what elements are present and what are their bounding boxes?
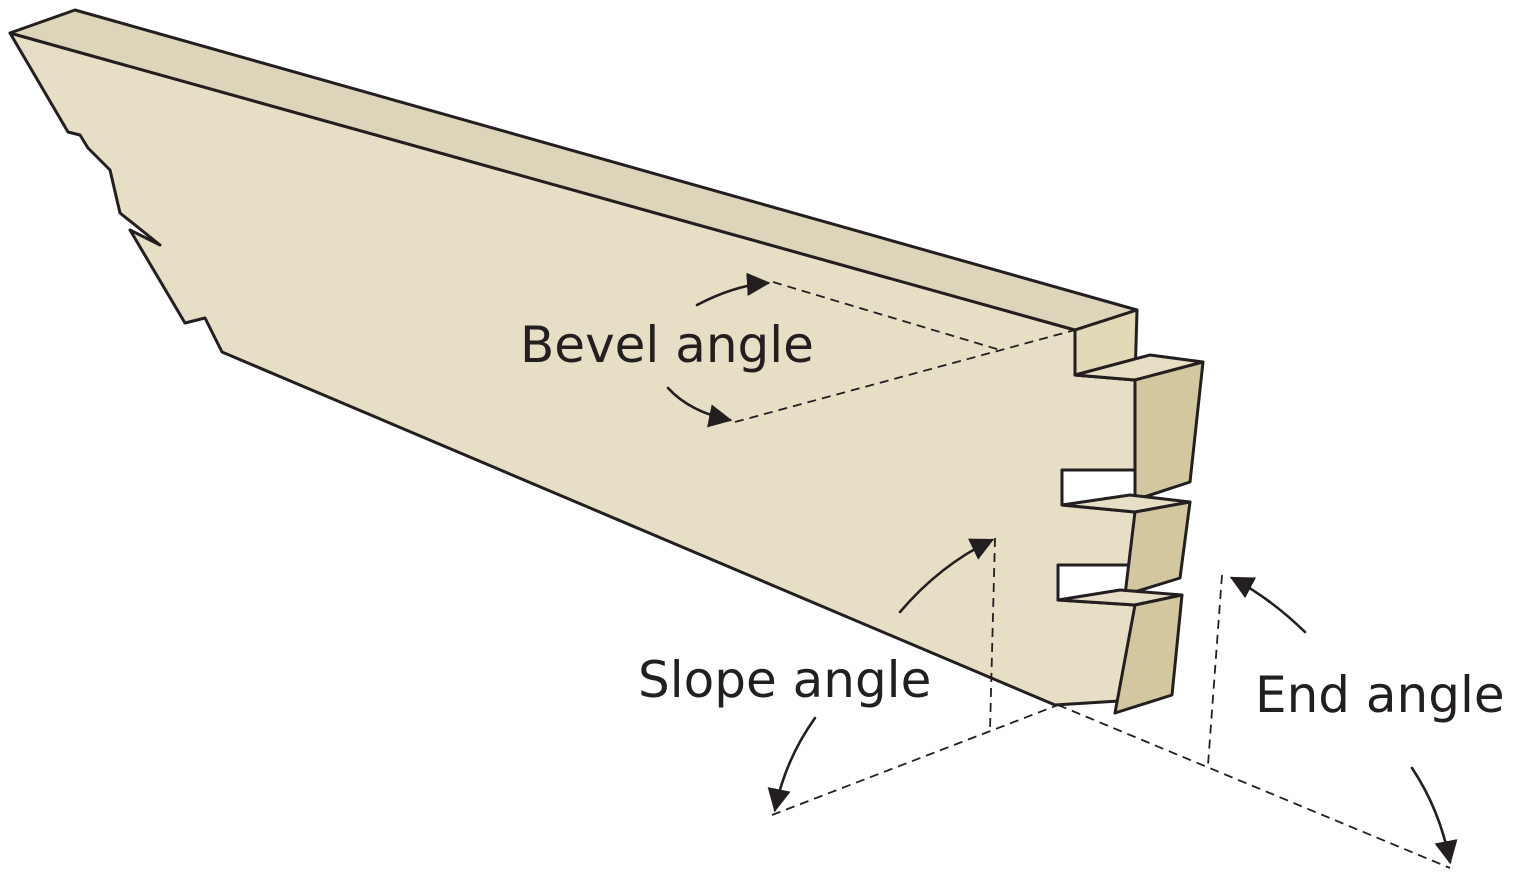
- bevel-dash-upper: [772, 281, 1001, 351]
- end-dash-base: [1057, 704, 1451, 869]
- bevel-angle-label: Bevel angle: [520, 316, 814, 374]
- dovetail-tail-1-end: [1133, 360, 1205, 502]
- end-dash-vertical: [1207, 574, 1223, 766]
- end-arrow-lower-icon: [1410, 766, 1458, 865]
- dovetail-tail-2-end: [1123, 500, 1192, 597]
- slope-dash-vertical: [989, 537, 996, 731]
- slope-arrow-lower-icon: [767, 716, 817, 813]
- end-arrow-upper-icon: [1229, 576, 1307, 634]
- bevel-arrow-upper-icon: [695, 272, 771, 307]
- dovetail-tail-3-end: [1113, 593, 1184, 715]
- slope-arrow-upper-icon: [898, 538, 995, 614]
- bevel-arrow-lower-icon: [666, 386, 733, 428]
- bevel-dash-lower: [734, 329, 1076, 423]
- slope-dash-base: [771, 704, 1059, 816]
- slope-angle-label: Slope angle: [638, 651, 931, 709]
- end-angle-label: End angle: [1255, 666, 1505, 724]
